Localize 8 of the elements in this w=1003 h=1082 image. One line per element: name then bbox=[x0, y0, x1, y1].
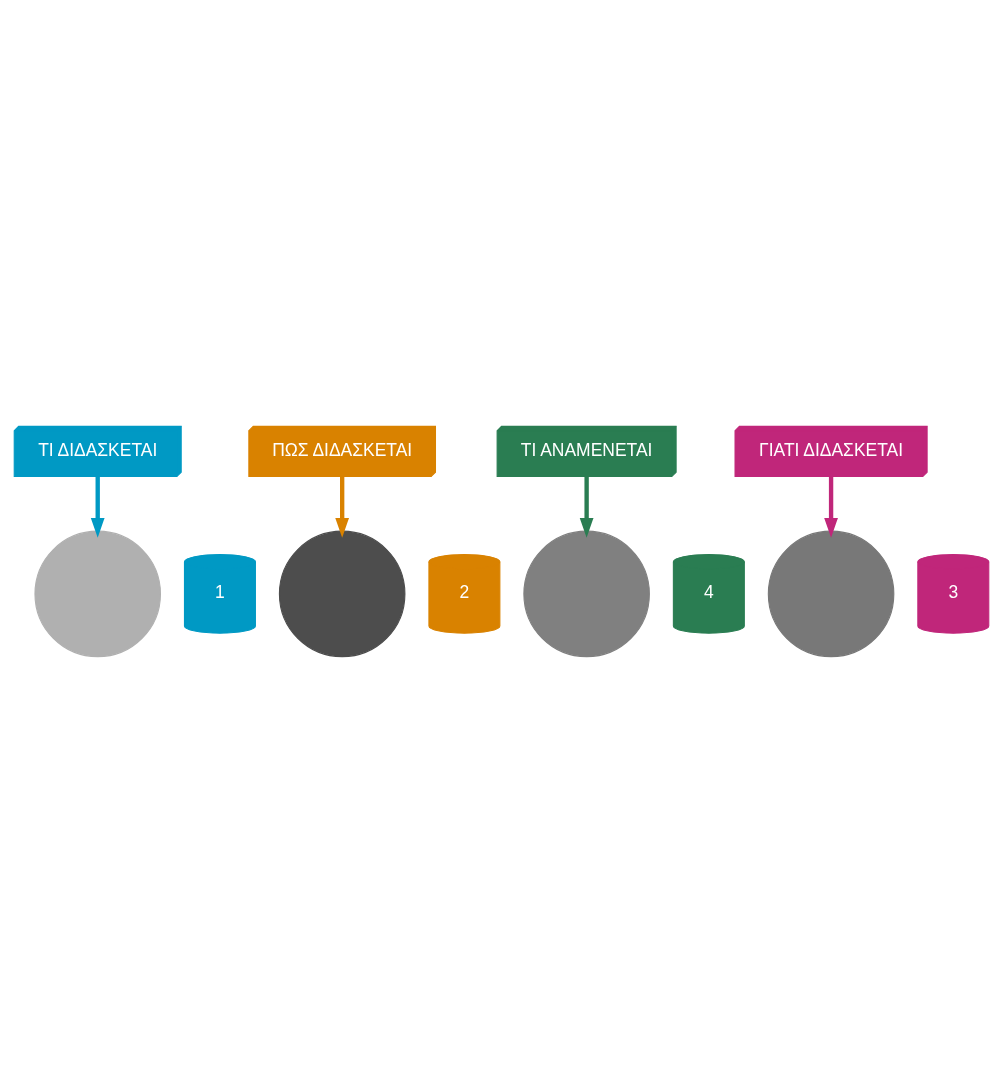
arrow bbox=[90, 476, 105, 538]
arrow bbox=[824, 476, 838, 538]
arrow bbox=[579, 476, 594, 538]
node-circle bbox=[523, 530, 650, 657]
arrow bbox=[335, 476, 350, 538]
node-circle bbox=[34, 530, 161, 657]
node-circle bbox=[767, 530, 895, 657]
node-circle bbox=[278, 530, 406, 657]
